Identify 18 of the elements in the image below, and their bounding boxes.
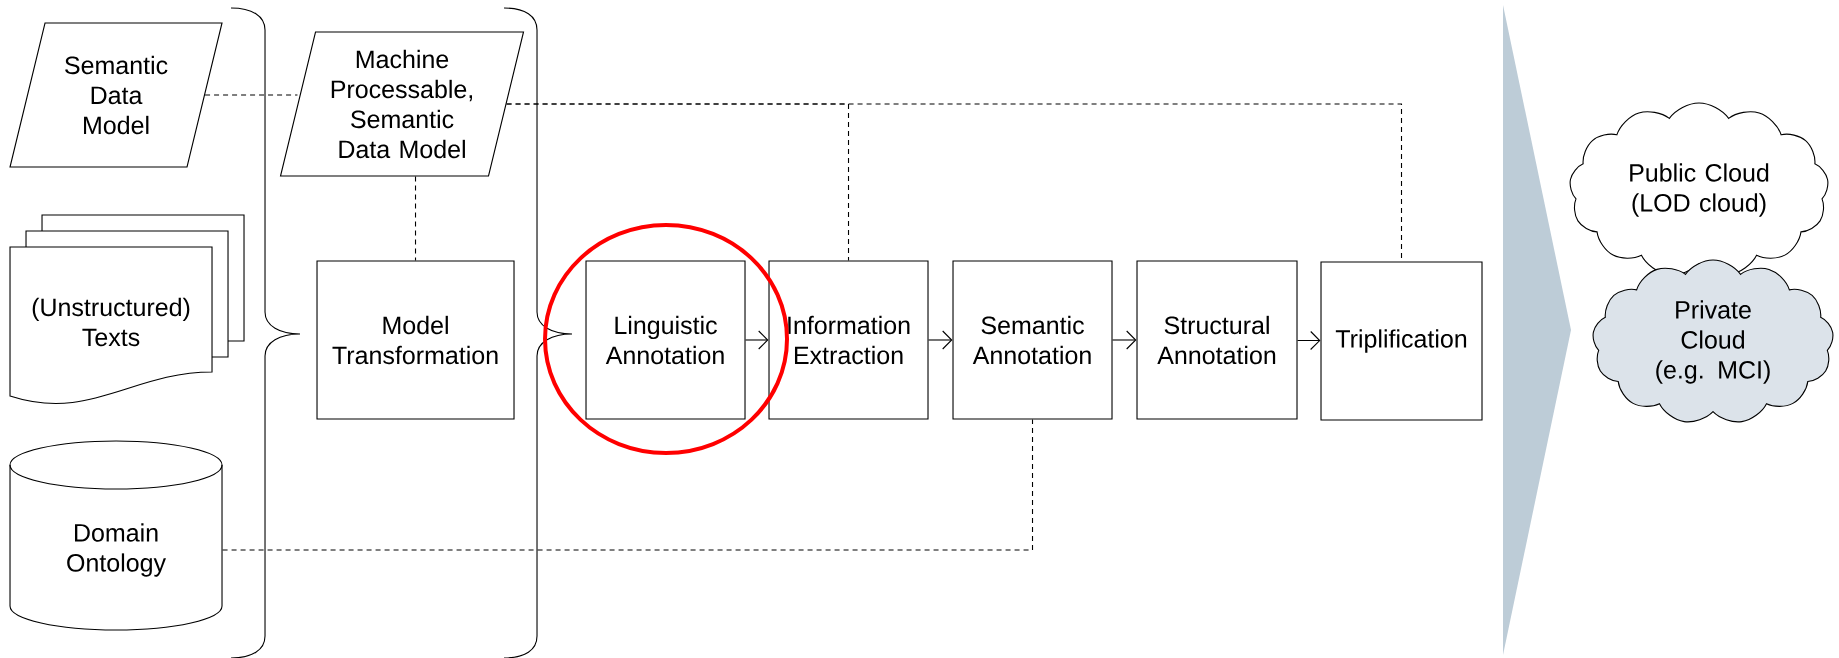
arrow [745, 330, 769, 350]
process-box: Information Extraction [768, 260, 929, 420]
database-cylinder: Domain Ontology [9, 440, 223, 631]
process-box: Semantic Annotation [952, 260, 1113, 420]
dashed-connector [414, 176, 417, 261]
document-stack: (Unstructured) Texts [9, 214, 245, 404]
dashed-connector [204, 94, 299, 96]
process-box: Structural Annotation [1136, 260, 1298, 420]
process-box: Triplification [1320, 261, 1483, 421]
data-parallelogram: Semantic Data Model [9, 22, 223, 168]
dashed-connector [222, 419, 1034, 551]
process-box: Linguistic Annotation [585, 260, 746, 420]
arrow [928, 330, 953, 350]
arrow [1297, 330, 1321, 351]
process-box: Model Transformation [316, 260, 515, 420]
node-label: Domain Ontology [67, 523, 166, 577]
arrow [1112, 330, 1137, 350]
data-parallelogram: Machine Processable, Semantic Data Model [279, 31, 525, 177]
